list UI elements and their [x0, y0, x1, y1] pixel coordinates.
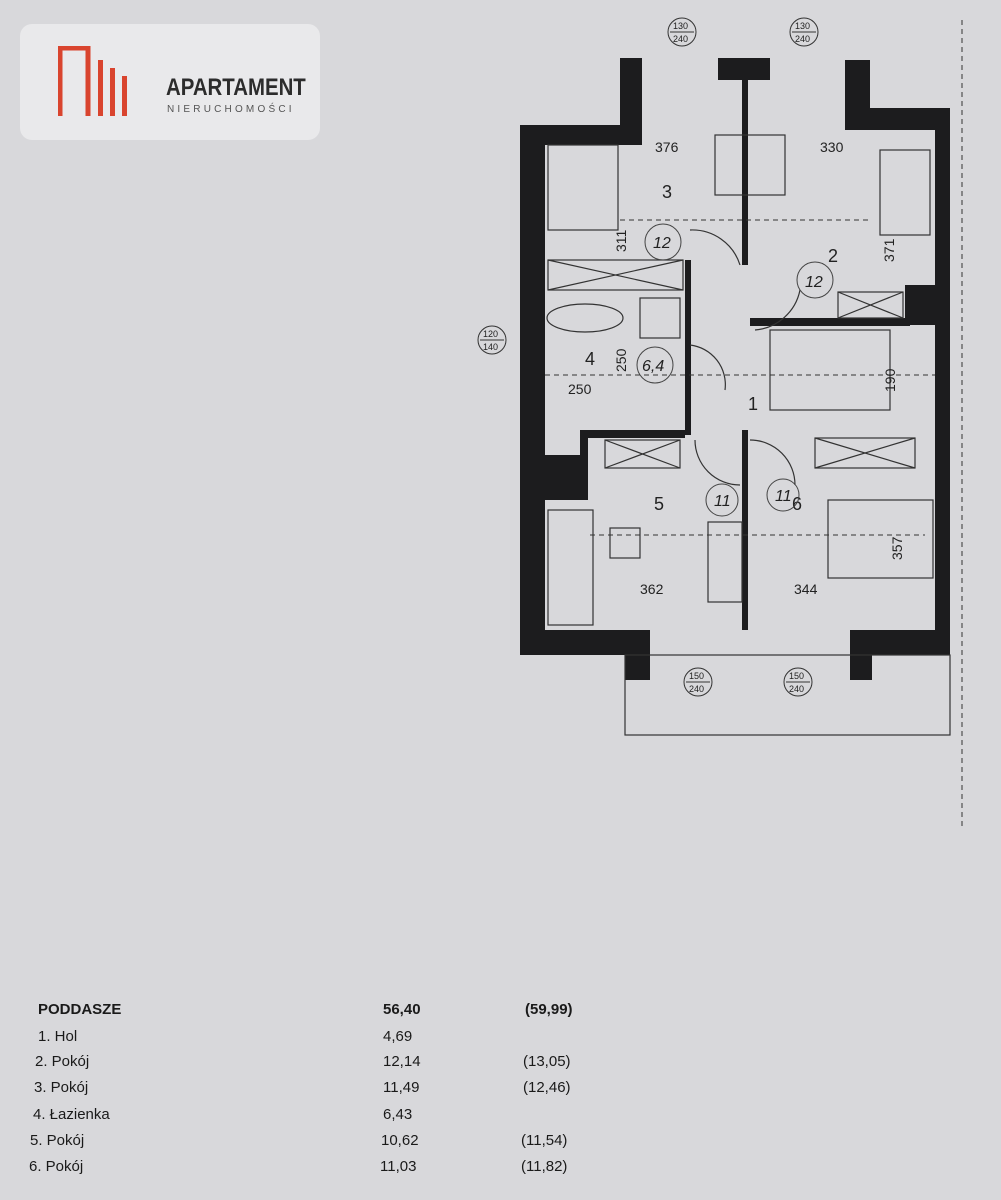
table-total: 56,40 — [383, 1001, 421, 1018]
room-number-1: 1 — [748, 394, 758, 414]
room-name: 5. Pokój — [30, 1132, 85, 1149]
agency-logo: APARTAMENT NIERUCHOMOŚCI — [20, 24, 320, 140]
dim-r4-height: 250 — [613, 348, 629, 372]
window-width: 130 — [673, 21, 688, 31]
furniture — [546, 134, 951, 736]
window-height: 240 — [795, 34, 810, 44]
handwritten-notes: 12 12 6,4 11 11 — [636, 223, 834, 517]
floor-plan: 1 2 3 4 5 6 376 330 311 371 250 250 190 … — [477, 17, 963, 830]
room-name: 6. Pokój — [29, 1158, 84, 1175]
note-r2: 12 — [805, 274, 823, 291]
logo-subtitle: NIERUCHOMOŚCI — [167, 104, 295, 115]
room-area: 4,69 — [383, 1028, 413, 1045]
dim-stairs: 190 — [882, 368, 898, 392]
room-name: 1. Hol — [38, 1028, 78, 1045]
room-numbers: 1 2 3 4 5 6 — [585, 182, 838, 514]
room-area-alt: (12,46) — [523, 1079, 571, 1096]
logo-title: APARTAMENT — [166, 74, 306, 101]
window-width: 130 — [795, 21, 810, 31]
room-area: 11,49 — [383, 1079, 420, 1096]
room-name: 2. Pokój — [35, 1053, 90, 1070]
room-number-4: 4 — [585, 349, 595, 369]
dim-r2-width: 330 — [820, 139, 844, 155]
room-area: 10,62 — [381, 1132, 419, 1149]
table-title: PODDASZE — [38, 1001, 122, 1018]
dim-r3-width: 376 — [655, 139, 679, 155]
table-total-alt: (59,99) — [525, 1001, 573, 1018]
dim-r3-height: 311 — [613, 229, 629, 252]
window-height: 240 — [673, 34, 688, 44]
window-height: 240 — [789, 684, 804, 694]
dimensions: 376 330 311 371 250 250 190 362 344 357 — [568, 139, 905, 597]
room-number-5: 5 — [654, 494, 664, 514]
note-r5: 11 — [714, 493, 731, 510]
room-area-alt: (11,82) — [521, 1158, 568, 1175]
window-width: 150 — [689, 671, 704, 681]
note-r3: 12 — [653, 235, 671, 252]
dim-r5-width: 362 — [640, 581, 664, 597]
note-r4: 6,4 — [642, 358, 664, 375]
building-logo-icon — [58, 46, 127, 116]
note-r6: 11 — [775, 488, 792, 505]
window-height: 140 — [483, 342, 498, 352]
window-width: 120 — [483, 329, 498, 339]
window-height: 240 — [689, 684, 704, 694]
room-area-alt: (13,05) — [523, 1053, 571, 1070]
dim-r6-width: 344 — [794, 581, 818, 597]
walls — [520, 58, 950, 680]
room-name: 3. Pokój — [34, 1079, 89, 1096]
room-area-alt: (11,54) — [521, 1132, 568, 1149]
room-area: 6,43 — [383, 1106, 413, 1123]
room-area: 12,14 — [383, 1053, 421, 1070]
window-width: 150 — [789, 671, 804, 681]
room-area: 11,03 — [380, 1158, 417, 1175]
room-name: 4. Łazienka — [33, 1106, 110, 1123]
room-number-2: 2 — [828, 246, 838, 266]
dim-r4-width: 250 — [568, 381, 592, 397]
dim-r2-height: 371 — [881, 238, 897, 262]
room-number-3: 3 — [662, 182, 672, 202]
dim-r6-height: 357 — [889, 536, 905, 560]
room-number-6: 6 — [792, 494, 802, 514]
